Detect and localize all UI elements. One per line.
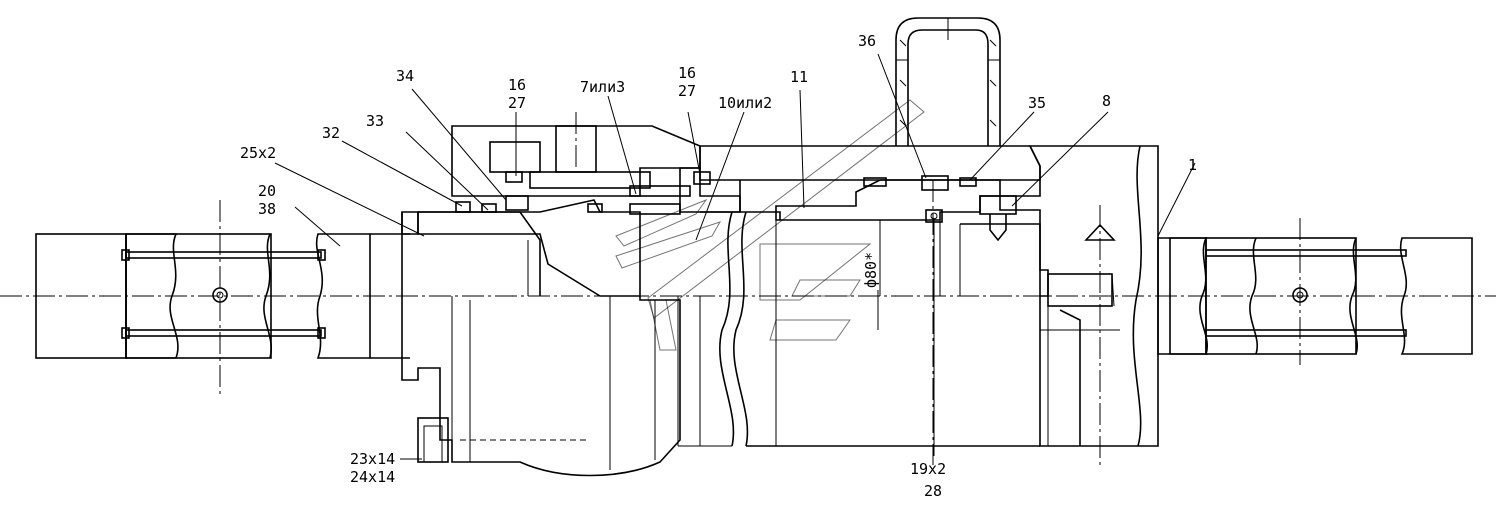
watermark-logo xyxy=(615,99,925,351)
right-end-cap xyxy=(959,145,1159,447)
callout-38: 38 xyxy=(258,200,276,218)
callout-11: 11 xyxy=(790,68,808,86)
callout-35: 35 xyxy=(1028,94,1046,112)
callout-32: 32 xyxy=(322,124,340,142)
callout-10-or-2: 10или2 xyxy=(718,94,772,112)
callout-28: 28 xyxy=(924,482,942,500)
gland-head-section xyxy=(417,125,741,297)
callout-7-or-3: 7или3 xyxy=(580,78,625,96)
callout-27-left: 27 xyxy=(508,94,526,112)
callout-20: 20 xyxy=(258,182,276,200)
callout-16-left: 16 xyxy=(508,76,526,94)
left-end-cap xyxy=(401,211,732,477)
callout-1: 1 xyxy=(1188,156,1197,174)
callout-23x14: 23x14 xyxy=(350,450,395,468)
leader-lines xyxy=(274,53,1196,460)
callout-25x2: 25x2 xyxy=(240,144,276,162)
right-eye-section xyxy=(1157,237,1473,355)
dimension-phi-80: ф80* xyxy=(862,252,880,288)
callout-34: 34 xyxy=(396,67,414,85)
callout-27-right: 27 xyxy=(678,82,696,100)
callout-16-right: 16 xyxy=(678,64,696,82)
callout-19x2: 19x2 xyxy=(910,460,946,478)
left-eye-section xyxy=(35,233,410,359)
lifting-handle xyxy=(895,17,1001,146)
callout-33: 33 xyxy=(366,112,384,130)
callout-36: 36 xyxy=(858,32,876,50)
callout-8: 8 xyxy=(1102,92,1111,110)
callout-24x14: 24x14 xyxy=(350,468,395,486)
